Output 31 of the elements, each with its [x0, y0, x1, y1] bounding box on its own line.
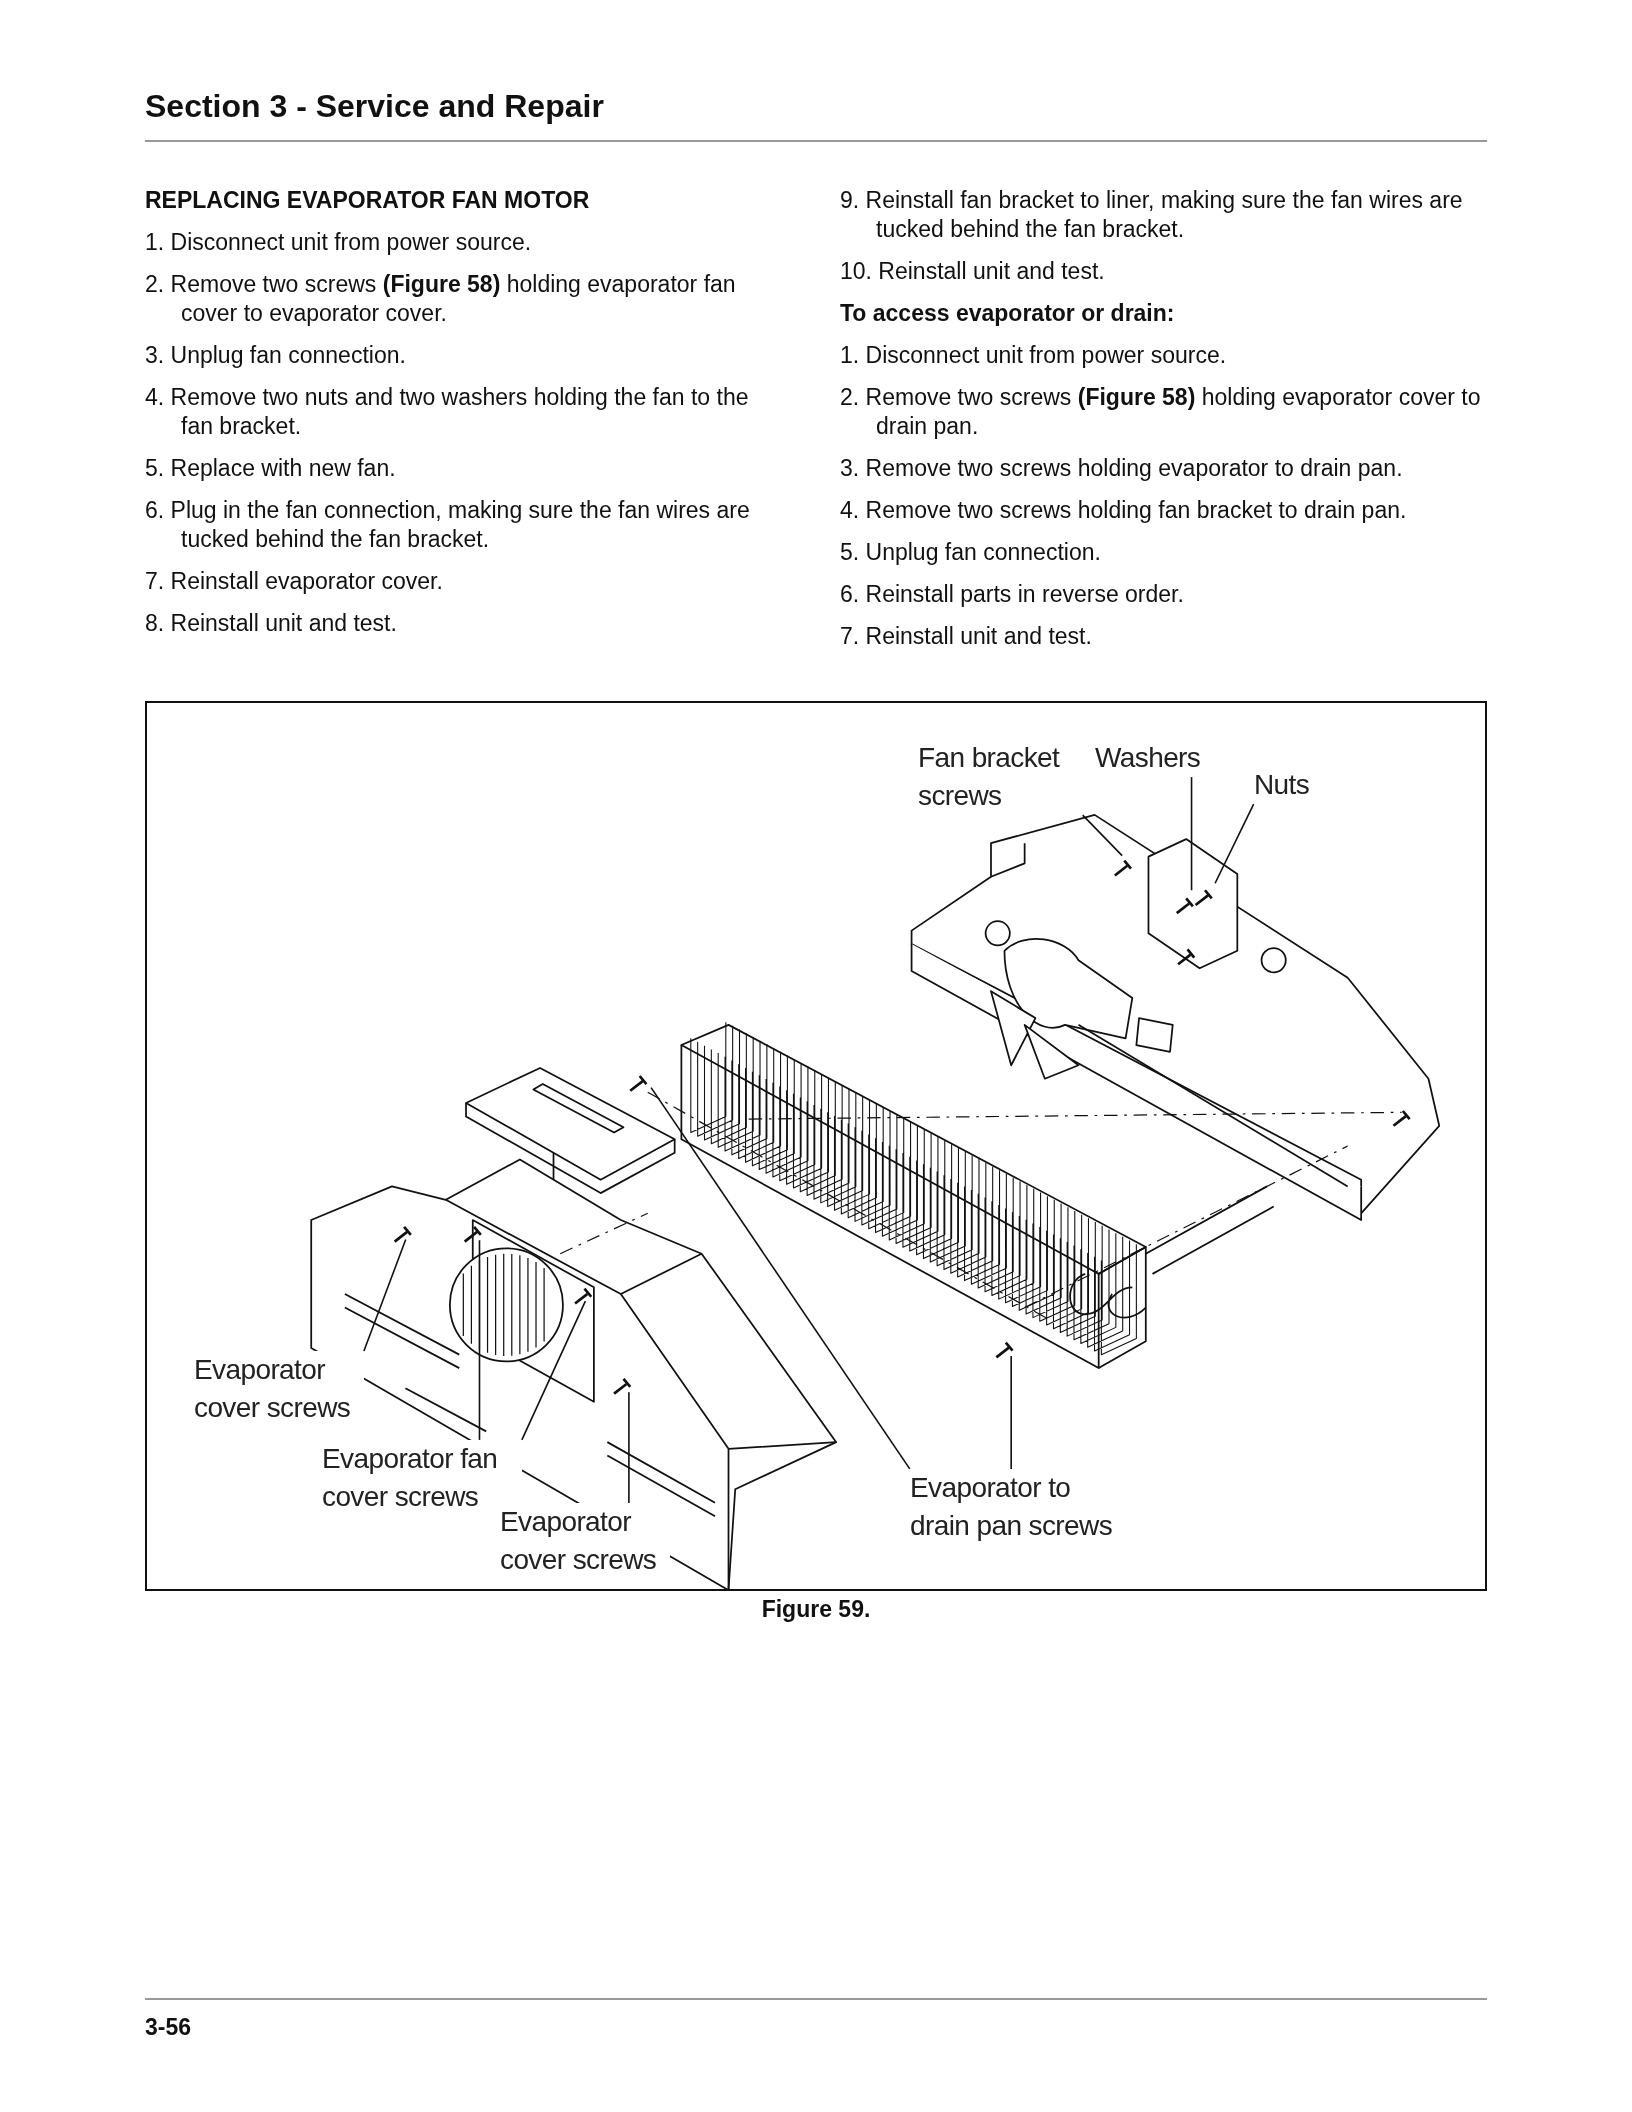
step-text: 7. Reinstall evaporator cover.: [145, 567, 444, 596]
step-text: 5. Replace with new fan.: [145, 454, 397, 483]
step-text: 7. Reinstall unit and test.: [840, 622, 1093, 651]
step-text: 5. Unplug fan connection.: [840, 538, 1102, 567]
step-text: 4. Remove two screws holding fan bracket to drain pan.: [840, 496, 1408, 525]
leader-line: [1081, 814, 1123, 857]
leader-line: [628, 1391, 630, 1504]
leader-line: [1214, 803, 1255, 885]
leader-line: [650, 1086, 911, 1470]
leader-line: [521, 1300, 587, 1441]
section-title: Section 3 - Service and Repair: [145, 88, 604, 125]
page-number: 3-56: [145, 2014, 192, 2041]
leader-line: [1010, 1355, 1012, 1470]
leader-line: [363, 1238, 407, 1352]
step-text: 4. Remove two nuts and two washers holding the fan to the fan bracket.: [145, 383, 750, 441]
step-text: 3. Remove two screws holding evaporator to drain pan.: [840, 454, 1404, 483]
step-text: 1. Disconnect unit from power source.: [840, 341, 1228, 370]
step-text: 9. Reinstall fan bracket to liner, making sure the fan wires are tucked behind the fan bracket.: [840, 186, 1464, 244]
step-text: 2. Remove two screws (Figure 58) holding evaporator fan cover to evaporator cover.: [145, 270, 737, 328]
step-text: 3. Unplug fan connection.: [145, 341, 407, 370]
leader-line: [478, 1239, 481, 1441]
step-text: 6. Plug in the fan connection, making sure the fan wires are tucked behind the fan bracket.: [145, 496, 751, 554]
step-text: 10. Reinstall unit and test.: [840, 257, 1106, 286]
figure-caption: Figure 59.: [760, 1596, 872, 1623]
step-text: 6. Reinstall parts in reverse order.: [840, 580, 1185, 609]
section-heading: To access evaporator or drain:: [840, 299, 1176, 328]
step-text: 1. Disconnect unit from power source.: [145, 228, 533, 257]
section-heading: REPLACING EVAPORATOR FAN MOTOR: [145, 186, 591, 215]
step-text: 2. Remove two screws (Figure 58) holding evaporator cover to drain pan.: [840, 383, 1482, 441]
step-text: 8. Reinstall unit and test.: [145, 609, 398, 638]
leader-line: [1190, 776, 1193, 892]
